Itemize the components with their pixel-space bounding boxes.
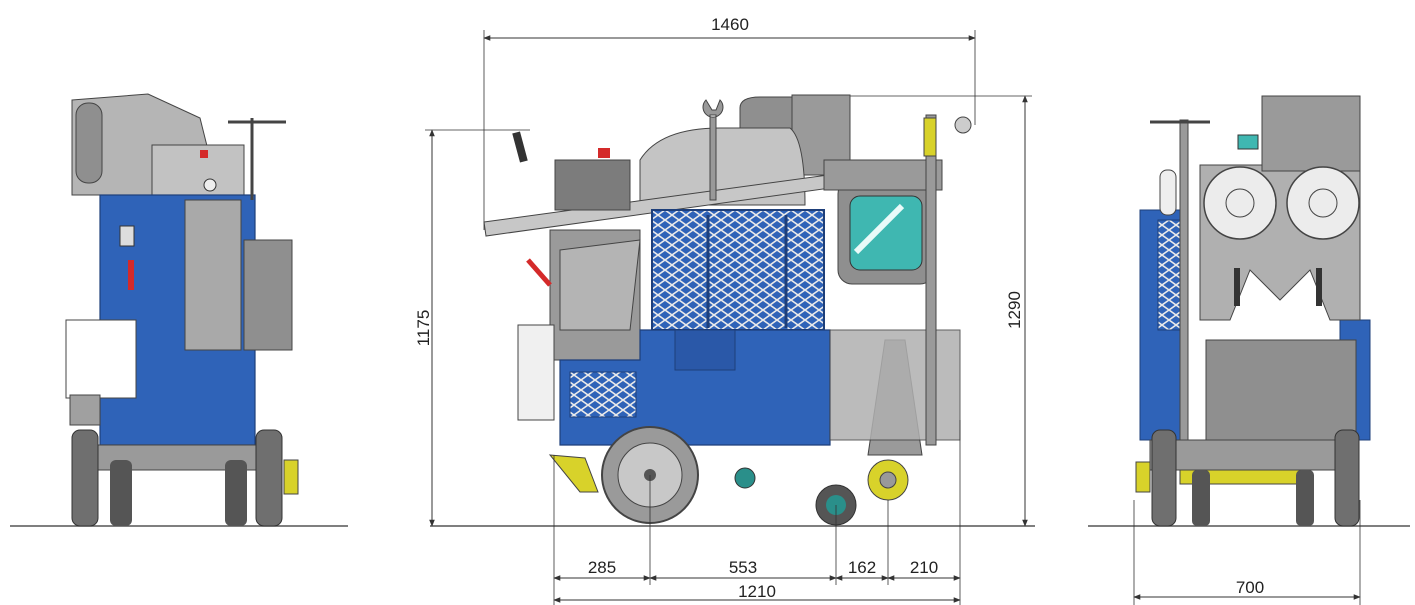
- front-gauge-icon: [203, 178, 217, 192]
- side-roller-hub: [879, 471, 897, 489]
- dim-overall-height: 1290: [1005, 291, 1024, 329]
- side-blue-mesh-panel: [569, 371, 637, 418]
- rear-wheel-center-right: [1296, 470, 1314, 526]
- side-control-box: [554, 159, 631, 211]
- dim-roller-to-end: 210: [910, 558, 938, 577]
- rear-disc-left: [1203, 166, 1277, 240]
- dim-handle-height: 1175: [414, 310, 433, 347]
- front-red-lever-icon: [128, 260, 134, 290]
- side-yellow-pole-tip: [923, 117, 937, 157]
- side-rear-frame: [829, 329, 961, 441]
- front-white-panel: [65, 319, 137, 399]
- rear-disc-right-inner: [1308, 188, 1338, 218]
- rear-mesh-panel: [1157, 219, 1181, 331]
- rear-view: 700: [1088, 95, 1410, 605]
- dim-rear-to-roller: 162: [848, 558, 876, 577]
- window-glare: [853, 203, 905, 255]
- dim-front-to-rear-wheel: 285: [588, 558, 616, 577]
- front-pipe: [75, 102, 103, 184]
- rear-disc-right: [1286, 166, 1360, 240]
- rear-lower-plate: [1205, 339, 1357, 441]
- rear-top-cover: [1261, 95, 1361, 172]
- front-control-panel: [151, 144, 245, 201]
- front-switch-icon: [119, 225, 135, 247]
- wrench-icon: [702, 99, 724, 201]
- side-white-panel: [517, 324, 555, 421]
- front-wheel-center-right: [225, 460, 247, 526]
- rear-wheel-left: [1151, 429, 1177, 527]
- rear-teal-box: [1237, 134, 1259, 150]
- side-vertical-pole: [925, 114, 937, 446]
- side-window: [849, 195, 923, 271]
- rear-grip-right-icon: [1316, 268, 1322, 306]
- rear-wheel-center-left: [1192, 470, 1210, 526]
- side-gray-wedge: [559, 239, 641, 331]
- front-wheel-left: [71, 429, 99, 527]
- side-mesh-cage: [651, 209, 825, 331]
- front-wheel-center-left: [110, 460, 132, 526]
- dim-base-length: 1210: [738, 582, 776, 601]
- side-red-button-icon: [598, 148, 610, 158]
- rear-yellow-hub: [1135, 461, 1151, 493]
- side-access-panel: [674, 329, 736, 371]
- front-red-button-icon: [200, 150, 208, 158]
- rear-grip-left-icon: [1234, 268, 1240, 306]
- side-red-lever-icon: [526, 258, 552, 287]
- side-caster: [734, 467, 756, 489]
- dim-overall-length: 1460: [711, 15, 749, 34]
- front-yellow-hub: [283, 459, 299, 495]
- dim-wheelbase: 553: [729, 558, 757, 577]
- front-gray-plate: [184, 199, 242, 351]
- side-view: 1460 1175 1290: [414, 15, 1035, 605]
- front-side-box: [243, 239, 293, 351]
- dim-width: 700: [1236, 578, 1264, 597]
- front-lower-frame: [69, 394, 101, 426]
- side-upper-right-frame: [823, 159, 943, 191]
- front-view: [10, 93, 348, 527]
- rear-base: [1149, 439, 1351, 471]
- side-grip-icon: [512, 131, 528, 163]
- rear-disc-left-inner: [1225, 188, 1255, 218]
- side-yellow-skid: [548, 454, 599, 493]
- rear-pole: [1179, 119, 1189, 441]
- front-wheel-right: [255, 429, 283, 527]
- side-pole-knob-icon: [954, 116, 972, 134]
- rear-white-pipe: [1159, 169, 1177, 216]
- rear-wheel-right: [1334, 429, 1360, 527]
